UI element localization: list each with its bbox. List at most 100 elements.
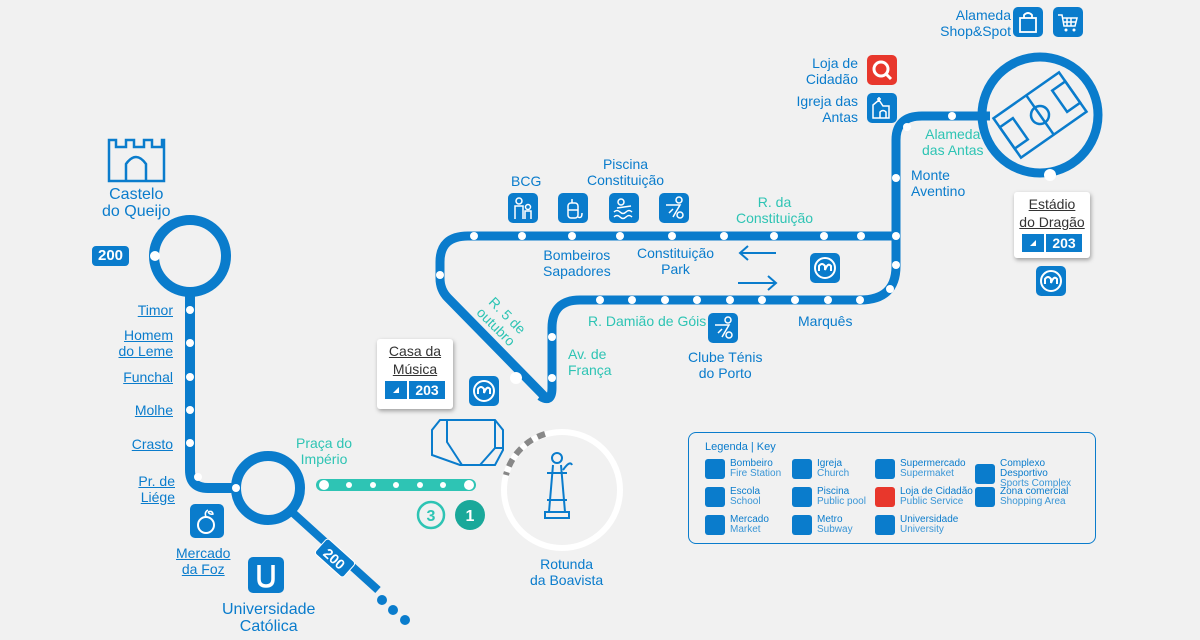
casa-da-musica-icon bbox=[431, 419, 504, 466]
pool-icon bbox=[609, 193, 639, 223]
stop-funchal[interactable]: Funchal bbox=[123, 369, 173, 385]
tram-3-badge bbox=[416, 500, 446, 530]
legend-en: Shopping Area bbox=[1000, 496, 1066, 507]
sports-complex-icon bbox=[975, 464, 995, 484]
boavista-west-loop bbox=[231, 451, 305, 525]
legend-pt: Metro bbox=[817, 514, 843, 525]
legend-en: Subway bbox=[817, 524, 853, 535]
legend-pt: Universidade bbox=[900, 514, 959, 525]
supermarket-icon bbox=[875, 459, 895, 479]
street-r-damiao: R. Damião de Góis bbox=[588, 313, 707, 329]
legend-en: Church bbox=[817, 468, 850, 479]
legend-pt: Bombeiro bbox=[730, 458, 773, 469]
shopping-area-icon bbox=[975, 487, 995, 507]
market-icon bbox=[705, 515, 725, 535]
legend-en: School bbox=[730, 496, 761, 507]
legend-pt: Loja de Cidadão bbox=[900, 486, 973, 497]
sports-complex-icon bbox=[659, 193, 689, 223]
continuation-dot bbox=[388, 605, 398, 615]
rotunda-dashed-arc bbox=[503, 431, 546, 476]
poi-marques: Marquês bbox=[798, 313, 853, 329]
school-icon bbox=[705, 487, 725, 507]
metro-icon bbox=[792, 515, 812, 535]
church-icon bbox=[867, 93, 897, 123]
metro-icon bbox=[1036, 266, 1066, 296]
legend-en: Fire Station bbox=[730, 468, 782, 479]
castelo-loop bbox=[149, 215, 231, 297]
legend-en: Market bbox=[730, 524, 761, 535]
direction-arrows bbox=[738, 245, 778, 291]
legend-pt: Mercado bbox=[730, 514, 769, 525]
boavista-column-icon bbox=[544, 452, 573, 519]
line-203-north bbox=[891, 111, 990, 236]
bus-stop-icon bbox=[385, 381, 408, 399]
metro-icon bbox=[469, 376, 499, 406]
stop-molhe[interactable]: Molhe bbox=[134, 402, 173, 418]
shopping-area-icon bbox=[1013, 7, 1043, 37]
church-icon bbox=[792, 459, 812, 479]
school-icon bbox=[508, 193, 538, 223]
stop-crasto[interactable]: Crasto bbox=[131, 436, 173, 452]
line-200-vertical bbox=[185, 292, 232, 493]
legend-en: Public pool bbox=[817, 496, 866, 507]
supermarket-icon bbox=[1053, 7, 1083, 37]
route-203-number: 203 bbox=[409, 381, 445, 399]
tram-3-label: 3 bbox=[427, 508, 436, 525]
continuation-dot bbox=[377, 595, 387, 605]
legend-pt: Zona comercial bbox=[1000, 486, 1069, 497]
legend-pt: Complexo Desportivo bbox=[1000, 458, 1048, 479]
route-203-number: 203 bbox=[1046, 234, 1082, 252]
public-service-icon bbox=[875, 487, 895, 507]
stop-timor[interactable]: Timor bbox=[137, 302, 173, 318]
legend-en: Public Service bbox=[900, 496, 964, 507]
stop-dots bbox=[150, 112, 1056, 492]
bus-stop-icon bbox=[1022, 234, 1045, 252]
fire-station-icon bbox=[705, 459, 725, 479]
legend-en: Sports Complex bbox=[1000, 478, 1072, 489]
university-icon bbox=[248, 557, 284, 593]
castle-icon bbox=[107, 138, 166, 183]
rotunda-circle bbox=[501, 429, 623, 551]
legend-pt: Escola bbox=[730, 486, 761, 497]
legend-pt: Piscina bbox=[817, 486, 850, 497]
legend-pt: Igreja bbox=[817, 458, 843, 469]
legend-title: Legenda | Key bbox=[705, 441, 776, 453]
university-icon bbox=[875, 515, 895, 535]
sports-complex-icon bbox=[708, 313, 738, 343]
tram-1-label: 1 bbox=[466, 508, 475, 525]
legend-en: University bbox=[900, 524, 944, 535]
tram-1-badge bbox=[455, 500, 485, 530]
metro-icon bbox=[810, 253, 840, 283]
pool-icon bbox=[792, 487, 812, 507]
public-service-icon bbox=[867, 55, 897, 85]
dragao-loop bbox=[977, 52, 1103, 178]
